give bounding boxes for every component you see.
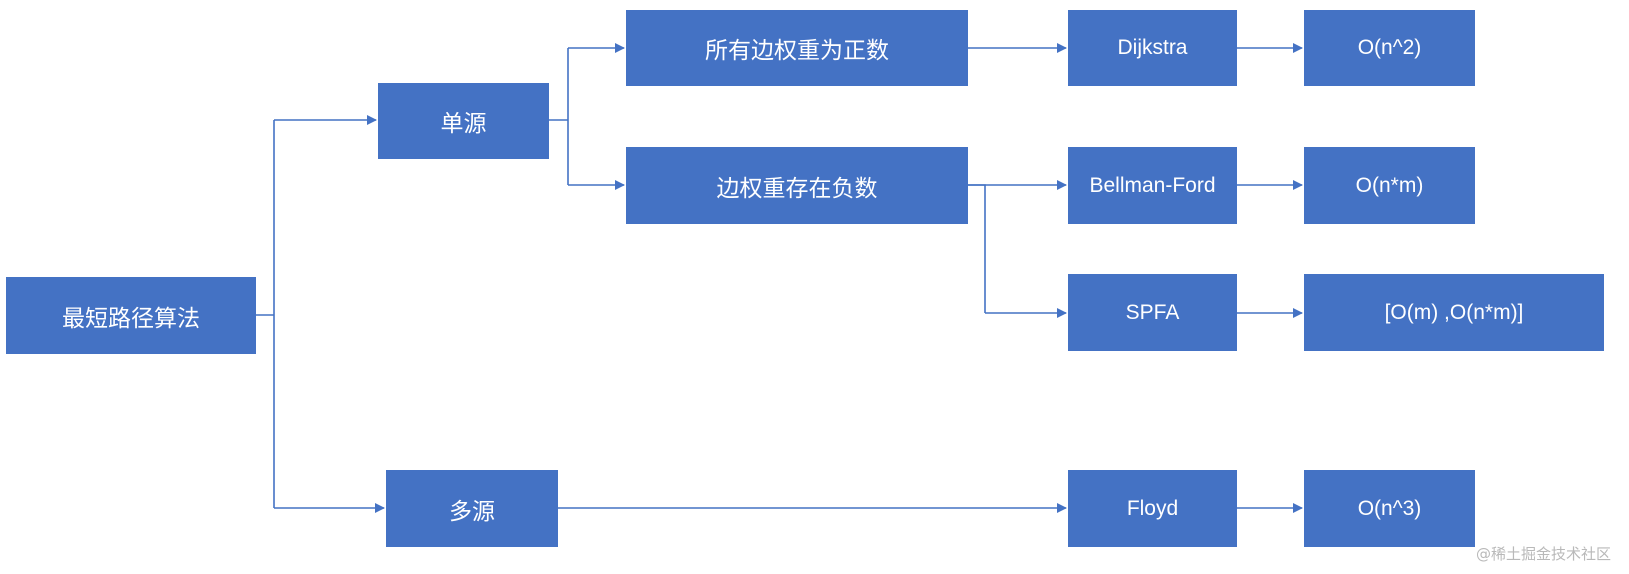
dijkstra-complexity-node: O(n^2) [1304,10,1475,86]
floyd-complexity-node: O(n^3) [1304,470,1475,547]
spfa-complexity-node: [O(m) ,O(n*m)] [1304,274,1604,351]
watermark: @稀土掘金技术社区 [1475,545,1611,563]
edge-root-trunk [256,120,275,508]
positive-weights-node: 所有边权重为正数 [626,10,968,86]
negative-weights-node: 边权重存在负数 [626,147,968,224]
spfa-node: SPFA [1068,274,1237,351]
floyd-node: Floyd [1068,470,1237,547]
edge-single-trunk [549,48,569,185]
bellman-ford-complexity-node: O(n*m) [1304,147,1475,224]
single-source-node: 单源 [378,83,549,159]
dijkstra-node: Dijkstra [1068,10,1237,86]
root-node: 最短路径算法 [6,277,256,354]
multi-source-node: 多源 [386,470,558,547]
bellman-ford-node: Bellman-Ford [1068,147,1237,224]
edge-negative-trunk [968,184,986,313]
